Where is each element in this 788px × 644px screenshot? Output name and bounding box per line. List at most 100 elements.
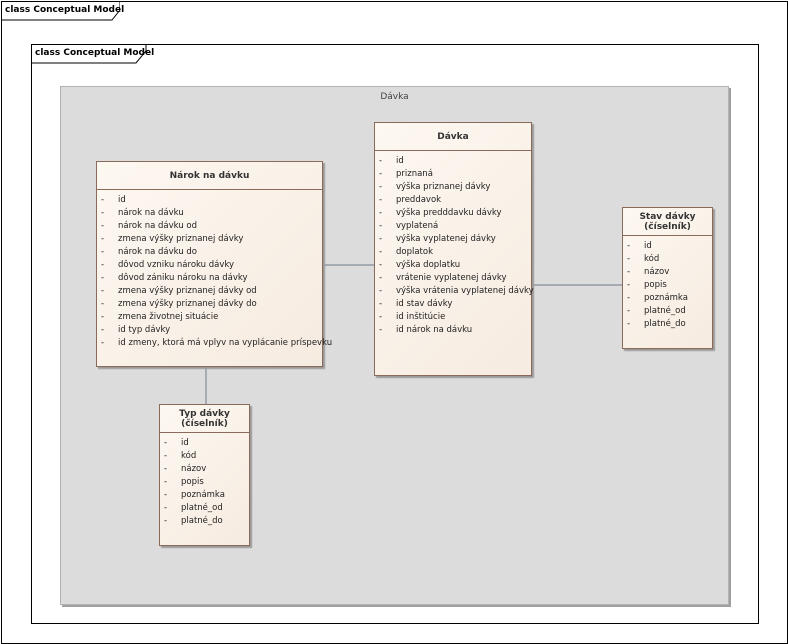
class-attribute[interactable]: -zmena výšky priznanej dávky [101,233,322,246]
attribute-name: id [644,241,652,251]
attribute-name: id inštitúcie [396,312,446,322]
visibility-marker: - [379,286,383,296]
class-attribute[interactable]: -id nárok na dávku [379,324,531,337]
class-attribute[interactable]: -platné_od [627,305,712,318]
visibility-marker: - [101,325,105,335]
class-attribute[interactable]: -zmena životnej situácie [101,311,322,324]
visibility-marker: - [164,516,168,526]
inner-frame-tab-shape [32,45,147,64]
class-davka[interactable]: Dávka -id-priznaná-výška priznanej dávky… [374,122,534,376]
class-attribute[interactable]: -výška doplatku [379,259,531,272]
attribute-name: vrátenie vyplatenej dávky [396,273,507,283]
class-attribute[interactable]: -vyplatená [379,220,531,233]
class-title: Nárok na dávku [97,162,322,190]
class-attribute[interactable]: -poznámka [627,292,712,305]
attribute-list: -id-priznaná-výška priznanej dávky-predd… [375,151,534,337]
class-attribute[interactable]: -doplatok [379,246,531,259]
class-attribute[interactable]: - výška vrátenia vyplatenej dávky [379,285,534,298]
visibility-marker: - [101,312,105,322]
visibility-marker: - [101,208,105,218]
class-attribute[interactable]: -id inštitúcie [379,311,531,324]
class-attribute[interactable]: -názov [627,266,712,279]
inner-frame-tab: class Conceptual Model [32,45,154,64]
class-attribute[interactable]: - výška priznanej dávky [379,181,531,194]
class-title: Typ dávky (číselník) [160,405,249,433]
class-attribute[interactable]: -kód [164,450,249,463]
visibility-marker: - [379,273,383,283]
visibility-marker: - [627,293,631,303]
attribute-name: platné_od [644,306,686,316]
class-narok-na-davku[interactable]: Nárok na dávku -id-nárok na dávku-nárok … [96,161,332,367]
attribute-name: popis [644,280,667,290]
attribute-name: nárok na dávku od [118,221,198,231]
attribute-name: zmena výšky priznanej dávky [118,234,244,244]
class-attribute[interactable]: -popis [627,279,712,292]
visibility-marker: - [101,260,105,270]
attribute-name: výška vyplatenej dávky [396,234,496,244]
class-attribute[interactable]: - platné_do [164,515,249,528]
visibility-marker: - [101,273,105,283]
attribute-name: výška vrátenia vyplatenej dávky [396,286,534,296]
package-label: Dávka [380,92,409,102]
visibility-marker: - [101,221,105,231]
attribute-name: kód [181,451,197,461]
attribute-name: výška priznanej dávky [396,182,491,192]
class-attribute[interactable]: -platné_od [164,502,249,515]
class-attribute[interactable]: - id [627,240,712,253]
class-attribute[interactable]: - vrátenie vyplatenej dávky [379,272,531,285]
class-attribute[interactable]: -názov [164,463,249,476]
class-attribute[interactable]: -id stav dávky [379,298,531,311]
class-attribute[interactable]: -výška predddavku dávky [379,207,531,220]
visibility-marker: - [101,286,105,296]
visibility-marker: - [379,234,383,244]
class-attribute[interactable]: -kód [627,253,712,266]
class-attribute[interactable]: -dôvod zániku nároku na dávky [101,272,322,285]
class-attribute[interactable]: -popis [164,476,249,489]
class-attribute[interactable]: -id [379,155,531,168]
class-typ-davky[interactable]: Typ dávky (číselník) -id-kód-názov-popis… [159,404,250,546]
visibility-marker: - [379,260,383,270]
class-attribute[interactable]: -zmena výšky priznanej dávky do [101,298,322,311]
attribute-list: -id-nárok na dávku-nárok na dávku od-zme… [97,190,332,350]
visibility-marker: - [101,195,105,205]
class-attribute[interactable]: - nárok na dávku [101,207,322,220]
class-attribute[interactable]: -priznaná [379,168,531,181]
class-attribute[interactable]: -id [101,194,322,207]
visibility-marker: - [379,299,383,309]
visibility-marker: - [164,490,168,500]
visibility-marker: - [379,208,383,218]
attribute-name: nárok na dávku do [118,247,198,257]
class-attribute[interactable]: -nárok na dávku do [101,246,322,259]
class-attribute[interactable]: - id [164,437,249,450]
class-attribute[interactable]: -preddavok [379,194,531,207]
class-title: Stav dávky (číselník) [623,208,712,236]
attribute-name: nárok na dávku [118,208,184,218]
visibility-marker: - [379,325,383,335]
attribute-name: zmena výšky priznanej dávky od [118,286,257,296]
class-attribute[interactable]: - zmena výšky priznanej dávky od [101,285,322,298]
visibility-marker: - [379,169,383,179]
attribute-list: -id-kód-názov-popis-poznámka-platné_od-p… [160,433,249,528]
inner-frame-label: class Conceptual Model [35,48,155,58]
class-attribute[interactable]: -id zmeny, ktorá má vplyv na vyplácanie … [101,337,332,350]
class-attribute[interactable]: -id typ dávky [101,324,322,337]
visibility-marker: - [101,299,105,309]
class-attribute[interactable]: -poznámka [164,489,249,502]
class-attribute[interactable]: - výška vyplatenej dávky [379,233,531,246]
visibility-marker: - [379,182,383,192]
attribute-name: id [181,438,189,448]
class-attribute[interactable]: - nárok na dávku od [101,220,322,233]
class-stav-davky[interactable]: Stav dávky (číselník) -id-kód-názov-popi… [622,207,713,349]
visibility-marker: - [627,267,631,277]
outer-frame-tab-shape [2,2,120,21]
attribute-name: platné_do [181,516,223,526]
attribute-list: -id-kód-názov-popis-poznámka-platné_od-p… [623,236,712,331]
attribute-name: id zmeny, ktorá má vplyv na vyplácanie p… [118,338,333,348]
visibility-marker: - [627,241,631,251]
visibility-marker: - [164,438,168,448]
class-attribute[interactable]: -platné_do [627,318,712,331]
outer-frame-label: class Conceptual Model [5,5,125,15]
attribute-name: platné_od [181,503,223,513]
class-attribute[interactable]: -dôvod vzniku nároku dávky [101,259,322,272]
